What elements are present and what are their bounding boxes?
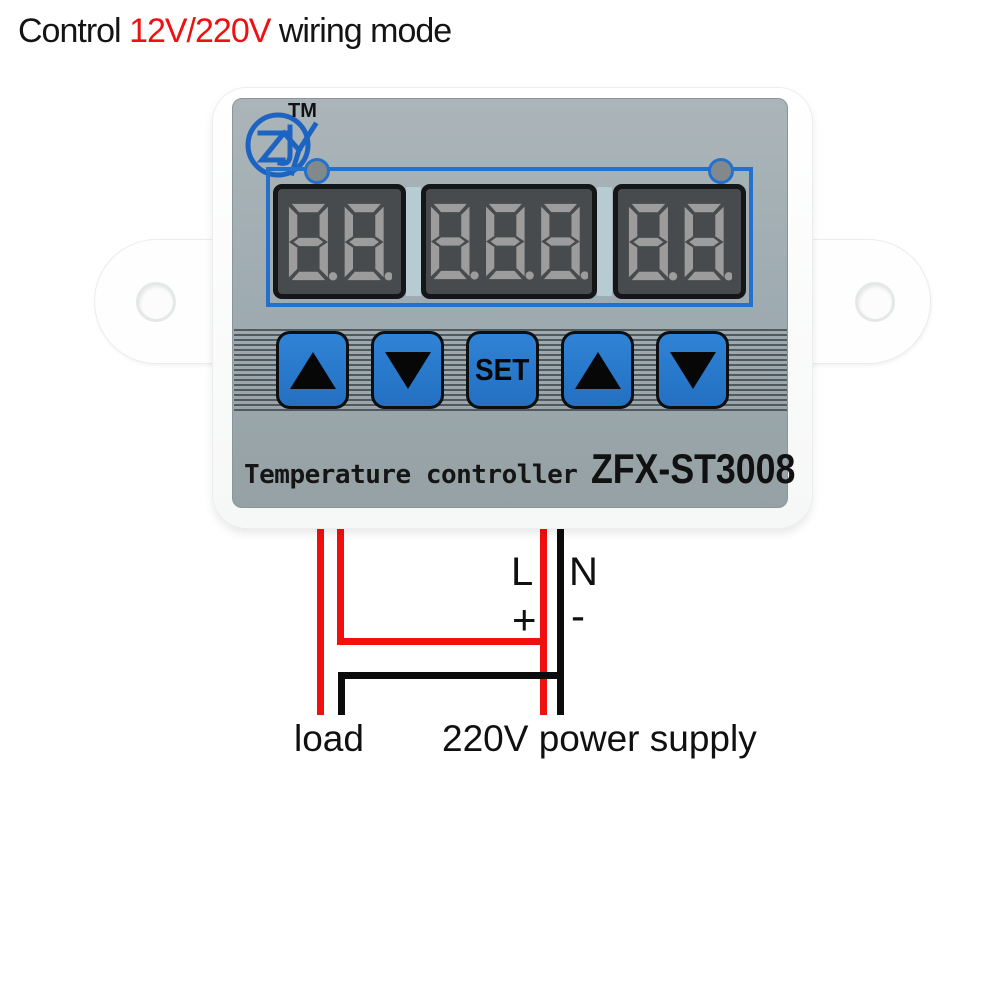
down-arrow-icon <box>669 351 716 389</box>
up-arrow-icon <box>289 351 336 389</box>
brand-logo-icon <box>245 112 319 178</box>
seven-segment-digits <box>430 203 588 280</box>
terminal-label-negative: - <box>571 592 585 639</box>
up-button-left <box>276 331 349 409</box>
down-button-left <box>371 331 444 409</box>
title-suffix: wiring mode <box>270 12 452 50</box>
display-divider-slot <box>597 187 612 296</box>
device-name-label: Temperature controller <box>244 460 578 490</box>
terminal-label-live: L <box>511 550 534 594</box>
display-frame <box>266 158 753 307</box>
load-label: load <box>294 718 364 759</box>
seven-segment-digits <box>628 203 732 281</box>
seven-segment-digits <box>288 203 392 281</box>
down-button-right <box>656 331 729 409</box>
mounting-ear-left <box>95 240 225 363</box>
device-caption: Temperature controller ZFX-ST3008 <box>244 445 832 493</box>
live-wire-red <box>540 524 547 715</box>
mounting-hole-right <box>855 282 895 322</box>
voltage-highlight: 12V/220V <box>129 12 271 50</box>
branch-wire-black-horizontal <box>338 672 564 679</box>
set-button-label: SET <box>475 352 530 387</box>
jumper-wire-red-horizontal <box>337 638 547 645</box>
terminal-label-positive: + <box>512 596 537 643</box>
up-arrow-icon <box>574 351 621 389</box>
screw-right <box>708 158 734 184</box>
mounting-hole-left <box>136 282 176 322</box>
power-supply-label: 220V power supply <box>442 718 757 759</box>
set-button: SET <box>466 331 539 409</box>
front-panel: TM <box>232 98 796 508</box>
temperature-controller-device: TM <box>213 88 812 528</box>
jumper-wire-red-vertical <box>337 524 344 645</box>
display-section-middle <box>421 184 597 299</box>
branch-wire-black-vertical <box>338 672 345 715</box>
terminal-label-neutral: N <box>569 550 598 594</box>
down-arrow-icon <box>384 351 431 389</box>
display-section-left <box>273 184 406 299</box>
screw-left <box>304 158 330 184</box>
title-prefix: Control <box>18 12 130 50</box>
model-number-label: ZFX-ST3008 <box>591 445 796 492</box>
up-button-right <box>561 331 634 409</box>
display-divider-slot <box>406 187 421 296</box>
display-section-right <box>613 184 746 299</box>
load-wire-red <box>317 524 324 715</box>
trademark-label: TM <box>288 100 317 122</box>
neutral-wire-black <box>557 524 564 715</box>
page-title: Control 12V/220V wiring mode <box>18 12 452 51</box>
